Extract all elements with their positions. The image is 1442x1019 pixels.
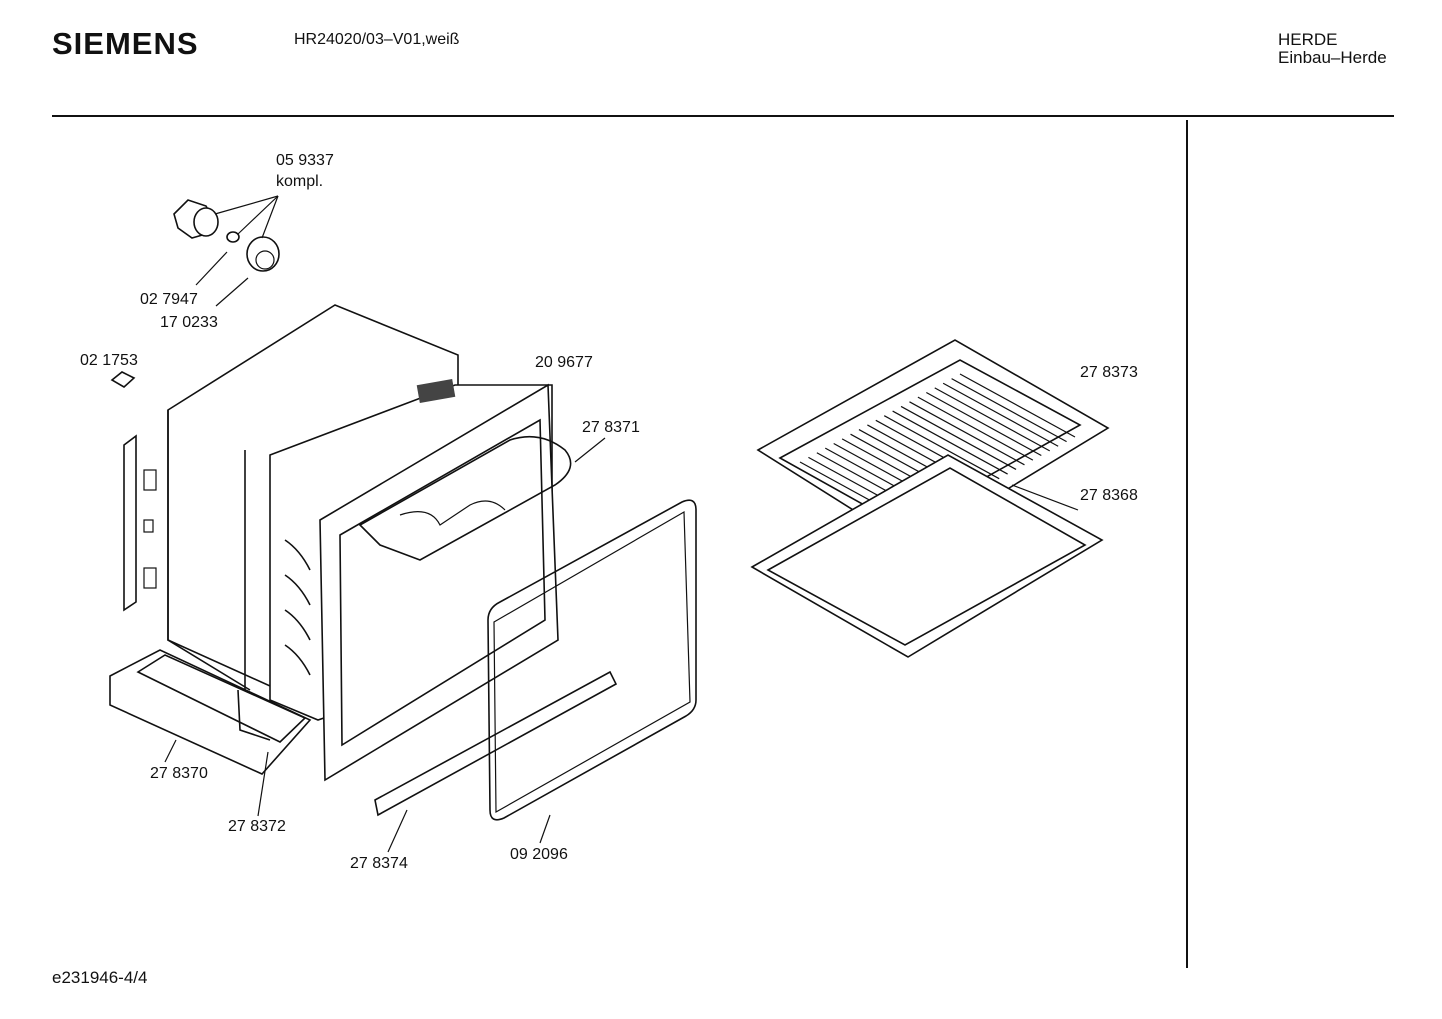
grid-bar <box>959 373 1076 438</box>
label-lamp-cover: 17 0233 <box>160 314 218 331</box>
side-divider <box>1186 120 1188 968</box>
grid-bar <box>900 405 1017 470</box>
label-clip: 02 1753 <box>80 352 138 369</box>
model-number: HR24020/03–V01,weiß <box>294 31 460 48</box>
baking-tray-illustration <box>750 454 1104 658</box>
bottom-tray-illustration <box>109 649 312 817</box>
knob-set-illustration <box>173 195 280 307</box>
grid-bar <box>909 401 1025 466</box>
grid-bar <box>892 410 1008 475</box>
label-baking-tray: 27 8368 <box>1080 487 1138 504</box>
label-knob-set-note: kompl. <box>276 173 323 190</box>
label-lamp-holder: 02 7947 <box>140 291 198 308</box>
label-knob-set: 05 9337 <box>276 152 334 169</box>
grid-shelf-illustration <box>756 339 1110 548</box>
grid-bar <box>942 382 1059 447</box>
document-id: e231946-4/4 <box>52 968 148 987</box>
door-seal-illustration <box>487 499 697 844</box>
brand-logo: SIEMENS <box>52 26 199 61</box>
label-rail: 27 8374 <box>350 855 408 872</box>
grid-bar <box>951 378 1067 443</box>
grid-bar <box>883 415 1000 480</box>
grid-bar <box>917 396 1034 461</box>
label-oven-cavity: 20 9677 <box>535 354 593 371</box>
header-divider <box>52 115 1394 117</box>
category-title: HERDE <box>1278 30 1338 49</box>
category-block: HERDE Einbau–Herde <box>1278 31 1387 67</box>
side-bracket-illustration <box>123 434 157 612</box>
label-bottom-heater: 27 8372 <box>228 818 286 835</box>
oven-housing-illustration <box>167 304 559 782</box>
grid-bar <box>934 387 1051 452</box>
top-heater-illustration <box>358 435 606 561</box>
label-door-seal: 09 2096 <box>510 846 568 863</box>
label-grid-shelf: 27 8373 <box>1080 364 1138 381</box>
grid-bar <box>926 392 1042 457</box>
label-top-heater: 27 8371 <box>582 419 640 436</box>
category-subtitle: Einbau–Herde <box>1278 48 1387 67</box>
label-bottom-tray: 27 8370 <box>150 765 208 782</box>
clip-illustration <box>110 371 136 388</box>
